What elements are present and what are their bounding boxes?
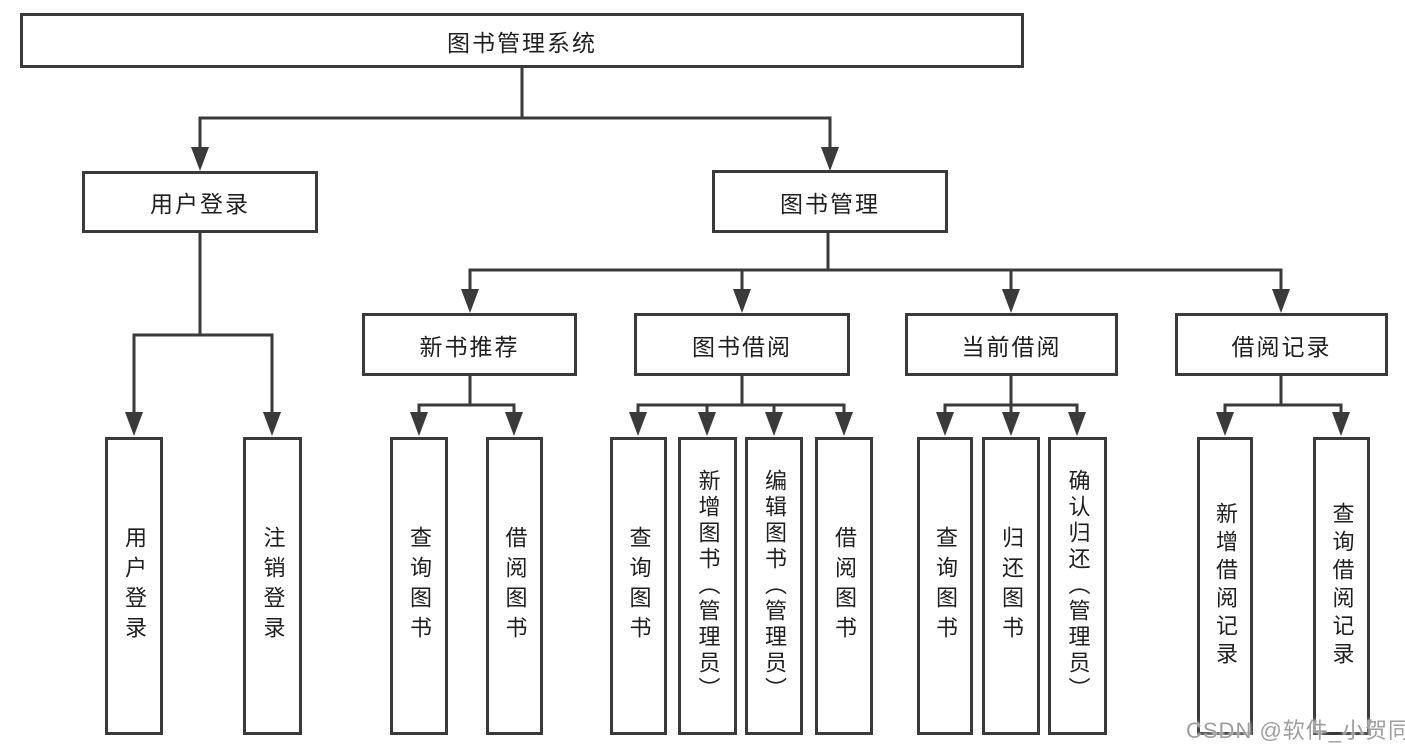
node-book-management: 图书管理 — [712, 170, 948, 233]
node-leaf-bb-edit-books: 编辑图书（管理员） — [745, 437, 803, 735]
csdn-watermark: CSDN @软件_小贺同学 — [1186, 718, 1405, 743]
node-leaf-cb-return-books: 归还图书 — [982, 437, 1040, 735]
node-leaf-br-query-record: 查询借阅记录 — [1313, 437, 1370, 735]
node-borrowing-records: 借阅记录 — [1175, 313, 1388, 376]
node-leaf-cb-query-books: 查询图书 — [917, 437, 973, 735]
node-leaf-bb-query-books: 查询图书 — [610, 437, 667, 735]
node-book-borrowing: 图书借阅 — [634, 313, 850, 376]
node-current-borrowing: 当前借阅 — [905, 313, 1118, 376]
node-leaf-nbr-query-books: 查询图书 — [390, 437, 448, 735]
node-library-management-system: 图书管理系统 — [20, 13, 1024, 68]
node-new-book-recommend: 新书推荐 — [362, 313, 577, 376]
node-leaf-logout: 注销登录 — [243, 437, 302, 735]
node-user-login: 用户登录 — [82, 171, 318, 233]
node-leaf-cb-confirm-return: 确认归还（管理员） — [1048, 437, 1107, 735]
node-leaf-user-login: 用户登录 — [105, 437, 163, 735]
node-leaf-bb-borrow-books: 借阅图书 — [815, 437, 873, 735]
node-leaf-bb-add-books: 新增图书（管理员） — [678, 437, 737, 735]
node-leaf-nbr-borrow-books: 借阅图书 — [486, 437, 543, 735]
node-leaf-br-add-record: 新增借阅记录 — [1197, 437, 1253, 735]
